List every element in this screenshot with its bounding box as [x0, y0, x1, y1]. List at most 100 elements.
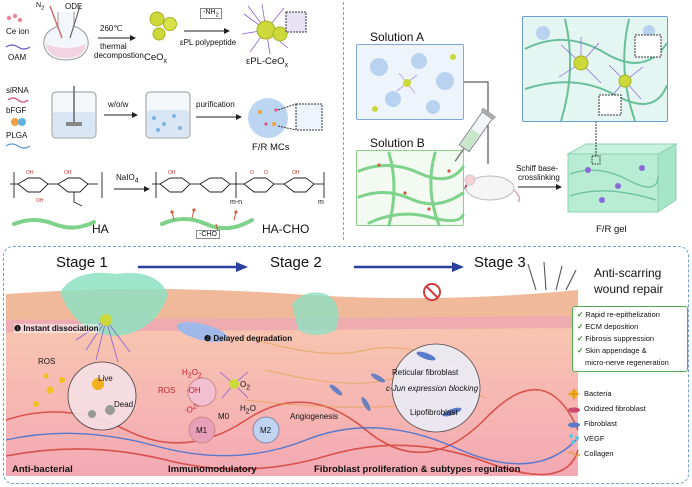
h2o-label: H2O — [240, 404, 256, 416]
syringe-icon — [454, 107, 497, 162]
purification-label: purification — [196, 100, 235, 109]
anti-scarring-item: ✓ECM deposition — [577, 322, 639, 331]
arrow-icon — [184, 28, 230, 34]
stage-2-label: Stage 2 — [270, 254, 322, 271]
ha-chain-icon — [12, 218, 96, 230]
live-label: Live — [98, 374, 113, 383]
fr-gel-label: F/R gel — [596, 224, 627, 235]
solution-b-chains-icon — [357, 151, 465, 227]
anti-scarring-title-2: wound repair — [594, 282, 664, 296]
solution-a-particles-icon — [370, 53, 456, 114]
fr-mcs-label: F/R MCs — [252, 142, 290, 153]
reticular-fibroblast-label: Reticular fibroblast — [392, 368, 459, 377]
solution-a-box — [356, 44, 464, 120]
m1-label: M1 — [196, 426, 208, 435]
legend-collagen: Collagen — [584, 449, 614, 458]
dead-label: Dead — [114, 400, 134, 409]
ode-label: ODE — [65, 2, 83, 11]
solution-b-box — [356, 150, 465, 227]
ha-cho-label: HA-CHO — [262, 222, 310, 236]
arrow-icon — [98, 35, 136, 41]
o2-label: O2 — [240, 380, 251, 392]
sirna-icon — [7, 97, 29, 103]
arrow-icon — [104, 112, 138, 118]
ros-2-label: ROS — [158, 386, 176, 395]
wow-label: w/o/w — [108, 100, 129, 109]
svg-text:OH: OH — [26, 170, 34, 176]
m2-label: M2 — [260, 426, 272, 435]
angiogenesis-label: Angiogenesis — [290, 412, 339, 421]
collagen-icon — [567, 451, 581, 457]
mouse-icon — [464, 174, 521, 203]
oam-icon — [5, 44, 31, 50]
temp-label: 260℃ — [100, 24, 123, 33]
bfgf-label: bFGF — [6, 106, 27, 115]
legend-vegf: VEGF — [584, 434, 605, 443]
ros-label: ROS — [38, 357, 56, 366]
schiff-label-2: crosslinking — [518, 173, 560, 182]
anti-scarring-item: ✓Rapid re-epithelization — [577, 310, 660, 319]
oxidized-fibroblast-icon — [568, 407, 580, 413]
thermal-label: thermal — [100, 42, 127, 51]
epl-ceox-particle-icon — [241, 3, 307, 55]
wound-repair-frame — [3, 246, 689, 484]
skin-tissue-illustration — [5, 261, 579, 476]
anti-scarring-list: ✓Rapid re-epithelization ✓ECM deposition… — [572, 306, 688, 372]
epl-ceox-label: εPL-CeOx — [246, 56, 289, 69]
m-label: m — [318, 199, 324, 206]
solution-b-label: Solution B — [370, 136, 425, 150]
fibroblast-icon — [568, 422, 580, 428]
bfgf-icon — [11, 118, 26, 126]
arrow-icon — [196, 114, 242, 120]
schiff-label-1: Schiff base- — [516, 164, 559, 173]
ceox-label: CeOx — [144, 52, 168, 65]
lipofibroblast-label: Lipofibroblast — [410, 408, 458, 417]
solution-a-label: Solution A — [370, 30, 425, 44]
plga-label: PLGA — [6, 131, 28, 140]
svg-text:OH: OH — [292, 170, 300, 176]
m0-label: M0 — [218, 412, 230, 421]
ha-label: HA — [92, 222, 109, 236]
legend-oxidized-fibroblast: Oxidized fibroblast — [584, 404, 646, 413]
epl-label: εPL polypeptide — [180, 38, 237, 47]
anti-scarring-item: ✓Skin appendage & — [577, 346, 647, 355]
nh2-label: -NH2 — [200, 8, 222, 20]
plga-icon — [5, 143, 31, 149]
anti-scarring-title-1: Anti-scarring — [594, 266, 662, 280]
n2-label: N2 — [36, 2, 45, 12]
panel-divider — [343, 2, 344, 240]
vegf-icon — [569, 434, 579, 444]
gel-zoom-box — [522, 16, 668, 122]
arrow-icon — [114, 186, 150, 192]
ceox-nanoparticles-icon — [149, 11, 177, 41]
svg-text:O: O — [264, 170, 268, 176]
oh-label: ·OH — [186, 386, 201, 395]
delayed-degradation-label: ❷ Delayed degradation — [204, 334, 293, 343]
legend-bacteria: Bacteria — [584, 389, 612, 398]
oam-label: OAM — [8, 53, 27, 62]
naio4-label: NaIO4 — [116, 173, 139, 185]
cjun-blocking-label: c-Jun expression blocking — [386, 384, 479, 393]
immunomodulatory-label: Immunomodulatory — [168, 464, 257, 475]
decomposition-label: decompostion — [94, 51, 144, 60]
gel-network-icon — [524, 18, 668, 122]
anti-scarring-item: micro-nerve regeneration — [585, 358, 669, 367]
anti-scarring-item: ✓Fibrosis suppression — [577, 334, 655, 343]
svg-text:OH: OH — [36, 198, 44, 204]
superoxide-label: ·O2- — [184, 404, 200, 415]
stage-3-label: Stage 3 — [474, 254, 526, 271]
round-flask-icon — [43, 5, 89, 61]
stage-1-label: Stage 1 — [56, 254, 108, 271]
ce-ion-label: Ce ion — [6, 27, 30, 36]
fibroblast-regulation-label: Fibroblast proliferation & subtypes regu… — [314, 464, 521, 475]
arrow-icon — [518, 184, 562, 190]
svg-text:O: O — [250, 170, 254, 176]
sirna-label: siRNA — [6, 86, 29, 95]
svg-text:OH: OH — [168, 170, 176, 176]
gel-cube-icon — [566, 122, 678, 213]
instant-dissociation-label: ❶ Instant dissociation — [14, 324, 99, 333]
beaker-icon — [145, 91, 191, 139]
beaker-stirrer-icon — [51, 86, 97, 139]
ce-ion-icon — [6, 13, 23, 23]
